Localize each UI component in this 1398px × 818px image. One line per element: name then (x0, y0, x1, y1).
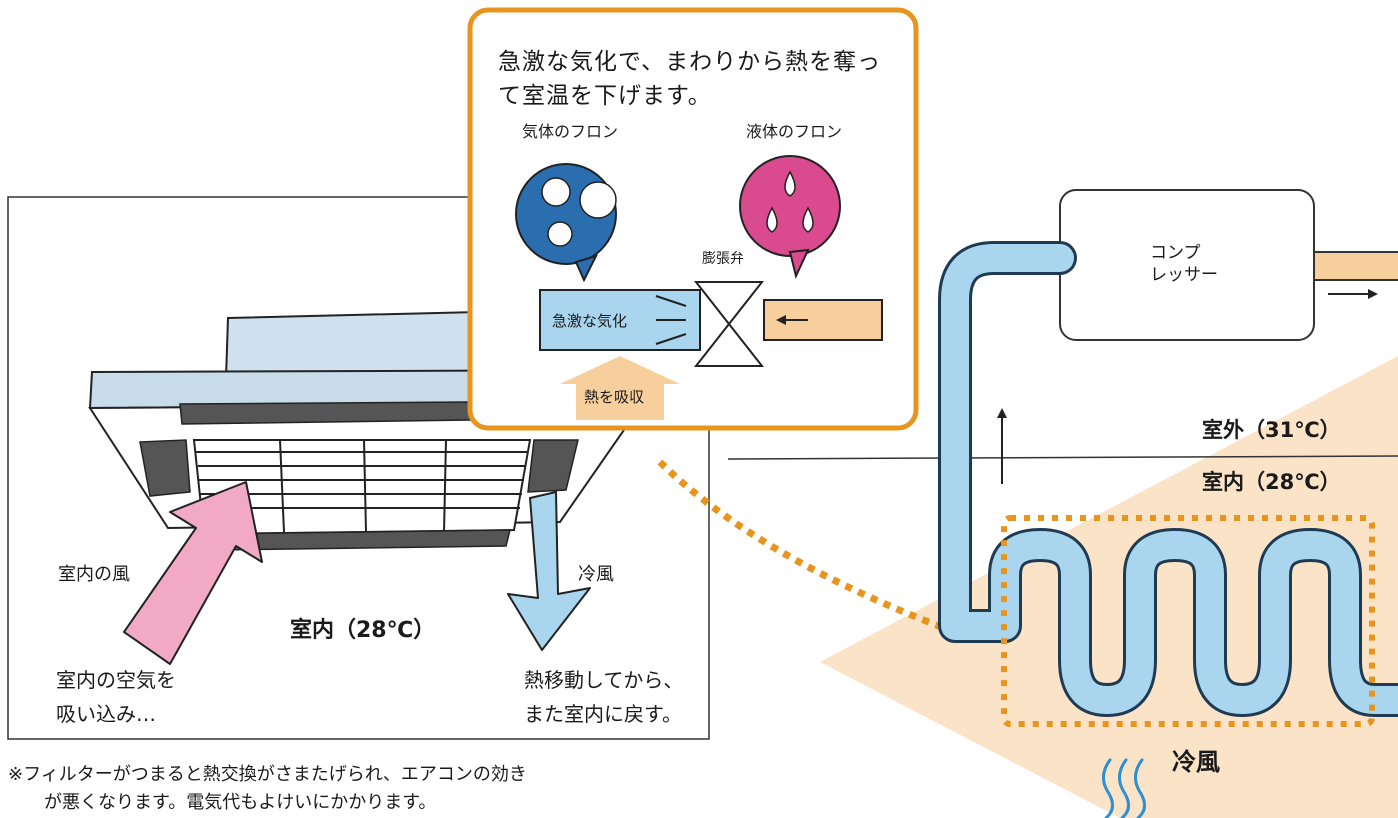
indoor-temperature-label: 室内（28℃） (1202, 470, 1341, 494)
intake-air-label: 室内の風 (58, 564, 130, 585)
callout-connector (657, 459, 962, 638)
warm-pipe-outdoor (1313, 251, 1398, 281)
cold-air-arrow (507, 491, 591, 651)
gas-refrigerant-label: 気体のフロン (522, 122, 619, 141)
flow-arrow-up-head (997, 408, 1007, 418)
indoor-ceiling-unit (88, 310, 644, 551)
boundary-line (727, 455, 1398, 460)
cold-air-label: 冷風 (578, 564, 614, 585)
vaporize-arrows (655, 295, 687, 345)
liquid-refrigerant-label: 液体のフロン (746, 122, 843, 141)
filter-note-line2: が悪くなります。電気代もよけいにかかります。 (44, 792, 437, 813)
wave-icon (1102, 758, 1146, 818)
flow-arrow-right-head (1368, 289, 1378, 299)
room-temperature-label: 室内（28℃） (290, 618, 436, 643)
expansion-valve-icon (693, 281, 765, 367)
heat-absorb-arrow (560, 356, 680, 420)
expansion-valve-label: 膨張弁 (702, 251, 744, 267)
intake-description-line2: 吸い込み… (56, 702, 156, 726)
intake-arrow (123, 481, 263, 665)
refrigerant-pipe (938, 241, 1398, 717)
evaporator-highlight (1001, 515, 1375, 727)
vaporize-label: 急激な気化 (552, 312, 628, 330)
outdoor-temperature-label: 室外（31℃） (1202, 418, 1341, 442)
indoor-unit-frame (7, 196, 710, 740)
filter-note-line1: ※フィルターがつまると熱交換がさまたげられ、エアコンの効き (8, 764, 527, 785)
liquid-refrigerant-icon (739, 155, 841, 279)
gas-refrigerant-icon (515, 163, 617, 283)
compressor-label-line1: コンプ (1150, 243, 1201, 263)
return-description-line1: 熱移動してから、 (524, 668, 684, 692)
heat-absorb-label: 熱を吸収 (584, 388, 645, 406)
compressor-label-line2: レッサー (1150, 265, 1218, 285)
return-description-line2: また室内に戻す。 (524, 702, 682, 726)
callout-text-line2: て室温を下げます。 (498, 83, 712, 109)
callout-text-line1: 急激な気化で、まわりから熱を奪っ (498, 49, 882, 75)
callout-flow-arrow-head (776, 315, 786, 325)
system-cold-air-label: 冷風 (1172, 748, 1220, 776)
intake-description-line1: 室内の空気を (56, 668, 176, 692)
